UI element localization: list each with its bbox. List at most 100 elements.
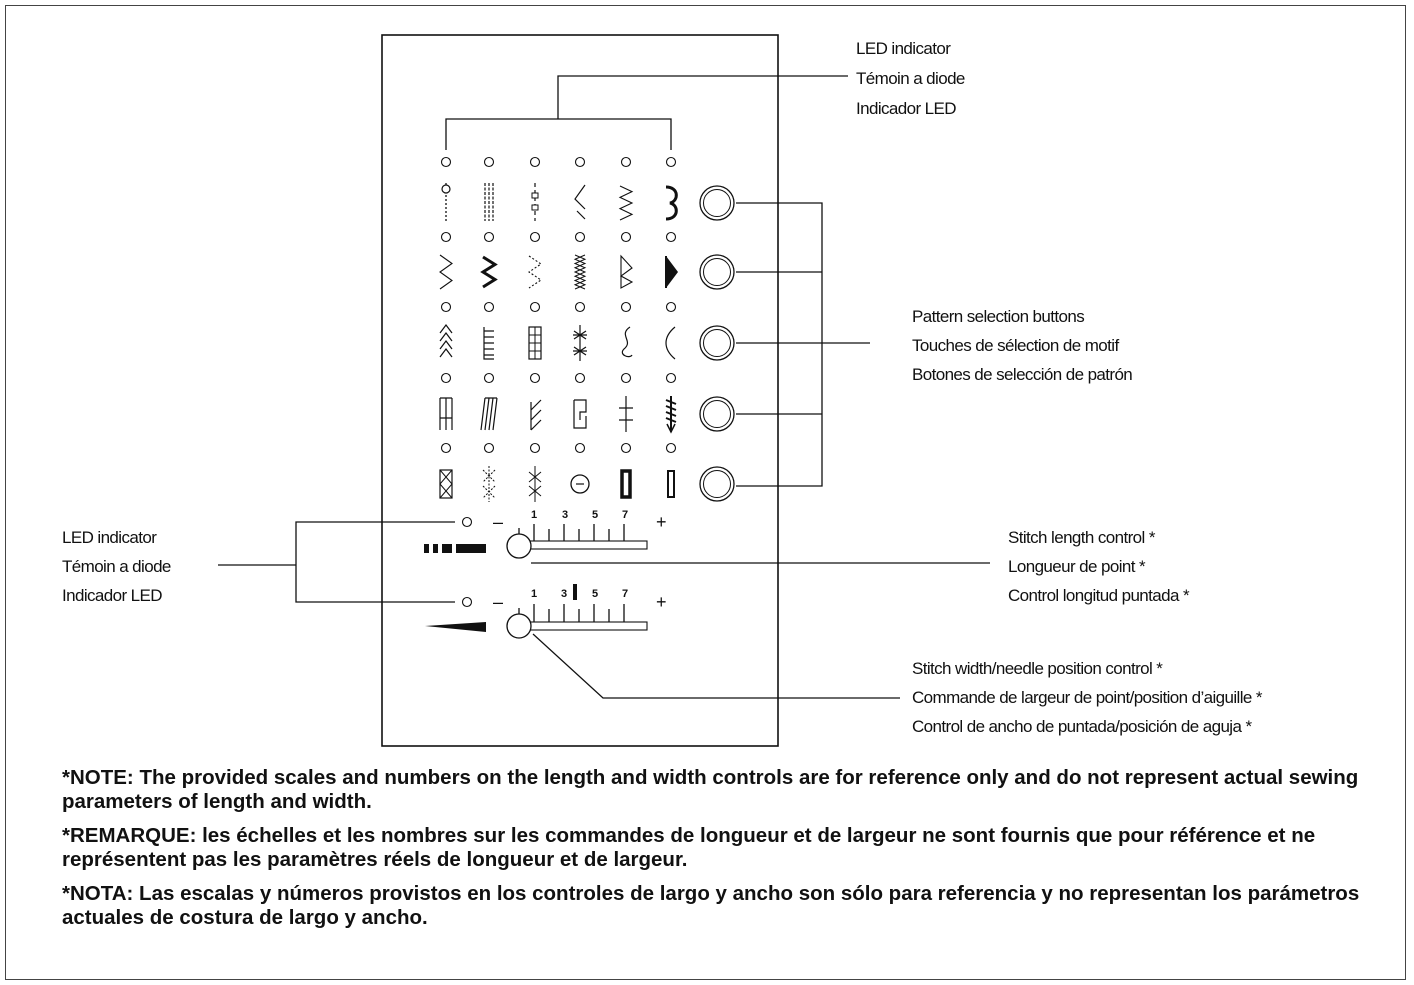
pattern-led-indicator — [529, 442, 541, 454]
pattern-led-indicator — [529, 372, 541, 384]
stitch-length-label-es: Control longitud puntada * — [1008, 586, 1190, 605]
led-indicator-top-leader — [445, 75, 848, 150]
length-tick-label: 1 — [531, 509, 537, 521]
stitch-pattern-icon — [480, 255, 498, 289]
stitch-pattern-icon — [439, 397, 453, 430]
pattern-led-indicator — [620, 231, 632, 243]
stitch-pattern-icon — [574, 184, 586, 220]
pattern-led-indicator — [440, 301, 452, 313]
pattern-led-indicator — [620, 156, 632, 168]
stitch-pattern-icon — [439, 469, 453, 499]
stitch-pattern-icon — [573, 325, 587, 361]
stitch-pattern-icon — [528, 466, 542, 502]
led-indicator-top-label-es: Indicador LED — [856, 99, 956, 118]
length-plus-label: + — [656, 512, 667, 532]
stitch-pattern-icon — [665, 256, 678, 288]
stitch-pattern-icon — [484, 183, 494, 221]
pattern-led-indicator — [574, 156, 586, 168]
width-tick-label: 1 — [531, 588, 537, 600]
pattern-led-indicator — [665, 231, 677, 243]
stitch-pattern-icon — [482, 466, 496, 502]
stitch-width-leader — [532, 633, 900, 699]
pattern-led-indicator — [620, 372, 632, 384]
stitch-pattern-icon — [528, 326, 542, 360]
width-wedge-icon — [425, 622, 486, 632]
pattern-led-indicator — [483, 301, 495, 313]
stitch-pattern-icon — [439, 324, 453, 358]
width-tick-label: 5 — [592, 588, 598, 600]
stitch-width-control[interactable]: – + 1 3 5 7 — [425, 584, 667, 639]
stitch-pattern-icon — [665, 396, 677, 434]
pattern-led-indicator — [483, 372, 495, 384]
stitch-width-label-fr: Commande de largeur de point/position d’… — [912, 688, 1263, 707]
pattern-led-indicator — [529, 156, 541, 168]
pattern-buttons-leader — [736, 202, 870, 487]
length-tick-label: 5 — [592, 509, 598, 521]
stitch-pattern-icon — [530, 399, 542, 431]
stitch-pattern-icon — [667, 470, 675, 498]
pattern-led-indicator — [529, 231, 541, 243]
stitch-pattern-icon — [620, 469, 632, 499]
pattern-led-indicator — [529, 301, 541, 313]
width-plus-label: + — [656, 592, 667, 612]
stitch-pattern-icon — [480, 397, 498, 431]
pattern-selection-buttons — [699, 185, 735, 502]
length-led — [461, 516, 473, 528]
led-indicator-left-label-es: Indicador LED — [62, 586, 162, 605]
length-tick-label: 7 — [622, 509, 628, 521]
led-indicator-left-label-fr: Témoin a diode — [62, 557, 171, 576]
led-indicator-top-label-en: LED indicator — [856, 39, 951, 58]
stitch-pattern-icon — [573, 399, 587, 429]
pattern-led-indicator — [483, 231, 495, 243]
length-tick-label: 3 — [562, 509, 568, 521]
pattern-led-indicator — [440, 231, 452, 243]
outer-frame — [5, 5, 1406, 980]
notes-section: *NOTE: The provided scales and numbers o… — [62, 766, 1362, 940]
note-es: *NOTA: Las escalas y números provistos e… — [62, 882, 1360, 929]
pattern-select-button[interactable] — [699, 466, 735, 502]
width-tick-label: 7 — [622, 588, 628, 600]
pattern-select-button[interactable] — [699, 254, 735, 290]
control-panel-diagram: LED indicator Témoin a diode Indicador L… — [62, 34, 1263, 747]
length-stitch-icon — [424, 544, 486, 553]
stitch-length-control[interactable]: – + 1 3 5 7 — [424, 509, 667, 559]
panel-outline — [381, 34, 779, 747]
note-fr: *REMARQUE: les échelles et les nombres s… — [62, 824, 1316, 871]
center-needle-marker — [573, 584, 577, 600]
stitch-pattern-icon — [570, 474, 590, 494]
length-knob[interactable] — [506, 533, 532, 559]
pattern-select-button[interactable] — [699, 396, 735, 432]
width-knob[interactable] — [506, 613, 532, 639]
width-led — [461, 596, 473, 608]
pattern-led-indicator — [574, 372, 586, 384]
stitch-length-label-fr: Longueur de point * — [1008, 557, 1146, 576]
pattern-led-indicator — [574, 442, 586, 454]
pattern-led-indicator — [483, 156, 495, 168]
led-indicator-left-label-en: LED indicator — [62, 528, 157, 547]
pattern-led-indicator — [440, 372, 452, 384]
width-tick-label: 3 — [561, 588, 567, 600]
length-minus-label: – — [493, 512, 503, 532]
stitch-width-label-es: Control de ancho de puntada/posición de … — [912, 717, 1252, 736]
pattern-led-indicator — [440, 442, 452, 454]
pattern-grid — [439, 156, 678, 502]
stitch-width-label-en: Stitch width/needle position control * — [912, 659, 1163, 678]
stitch-pattern-icon — [665, 326, 676, 360]
pattern-led-indicator — [665, 372, 677, 384]
stitch-pattern-icon — [531, 183, 539, 221]
pattern-buttons-label-es: Botones de selección de patrón — [912, 365, 1132, 384]
stitch-pattern-icon — [573, 254, 587, 290]
pattern-led-indicator — [574, 301, 586, 313]
stitch-pattern-icon — [619, 254, 634, 289]
width-minus-label: – — [493, 592, 503, 612]
pattern-buttons-label-en: Pattern selection buttons — [912, 307, 1084, 326]
pattern-led-indicator — [620, 442, 632, 454]
stitch-pattern-icon — [621, 326, 633, 358]
pattern-led-indicator — [665, 156, 677, 168]
led-indicator-left-leader — [218, 521, 455, 603]
pattern-select-button[interactable] — [699, 325, 735, 361]
pattern-led-indicator — [665, 442, 677, 454]
pattern-buttons-label-fr: Touches de sélection de motif — [912, 336, 1119, 355]
pattern-led-indicator — [665, 301, 677, 313]
pattern-select-button[interactable] — [699, 185, 735, 221]
